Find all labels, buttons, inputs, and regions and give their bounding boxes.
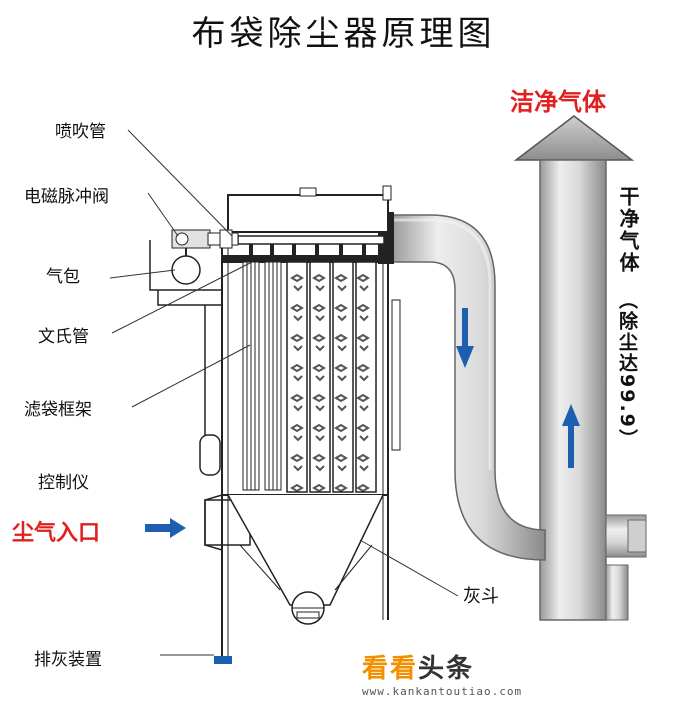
label-ash-discharge: 排灰装置 xyxy=(34,650,102,670)
baghouse-casing xyxy=(221,185,401,495)
watermark-url: www.kankantoutiao.com xyxy=(362,685,523,698)
label-dry-clean-gas: 干净气体 xyxy=(616,186,640,274)
label-efficiency-note: （除尘达99.9） xyxy=(616,290,638,450)
support-foot xyxy=(214,656,232,664)
solenoid-valve xyxy=(171,229,239,249)
stack-cap xyxy=(513,115,635,161)
label-solenoid-valve: 电磁脉冲阀 xyxy=(24,187,109,207)
filter-bags xyxy=(286,261,377,493)
stack-side-connector xyxy=(605,514,647,621)
page-title: 布袋除尘器原理图 xyxy=(191,14,496,54)
watermark-brand-a: 看看 xyxy=(362,654,419,684)
stack-pipe xyxy=(539,159,607,621)
label-ash-hopper: 灰斗 xyxy=(463,586,499,607)
outlet-duct xyxy=(378,212,546,561)
watermark-brand-b: 头条 xyxy=(418,654,475,684)
label-air-bag: 气包 xyxy=(46,267,80,287)
label-clean-gas: 洁净气体 xyxy=(510,88,606,116)
air-bag xyxy=(149,240,222,306)
label-dust-inlet: 尘气入口 xyxy=(12,521,101,546)
leader-lines xyxy=(109,129,459,656)
watermark: 看看头条 www.kankantoutiao.com xyxy=(362,648,522,698)
label-controller: 控制仪 xyxy=(38,473,89,493)
label-bag-frame: 滤袋框架 xyxy=(24,400,92,420)
ash-hopper xyxy=(221,494,389,660)
bag-frames xyxy=(242,261,282,491)
watermark-brand: 看看头条 xyxy=(362,648,522,685)
exhaust-stack xyxy=(513,115,635,621)
flow-arrow-up xyxy=(562,404,580,468)
label-blow-pipe: 喷吹管 xyxy=(55,122,106,142)
label-venturi: 文氏管 xyxy=(38,327,89,347)
flow-arrow-down xyxy=(456,308,474,368)
inlet-arrow xyxy=(145,518,186,538)
controller-box xyxy=(199,434,221,476)
